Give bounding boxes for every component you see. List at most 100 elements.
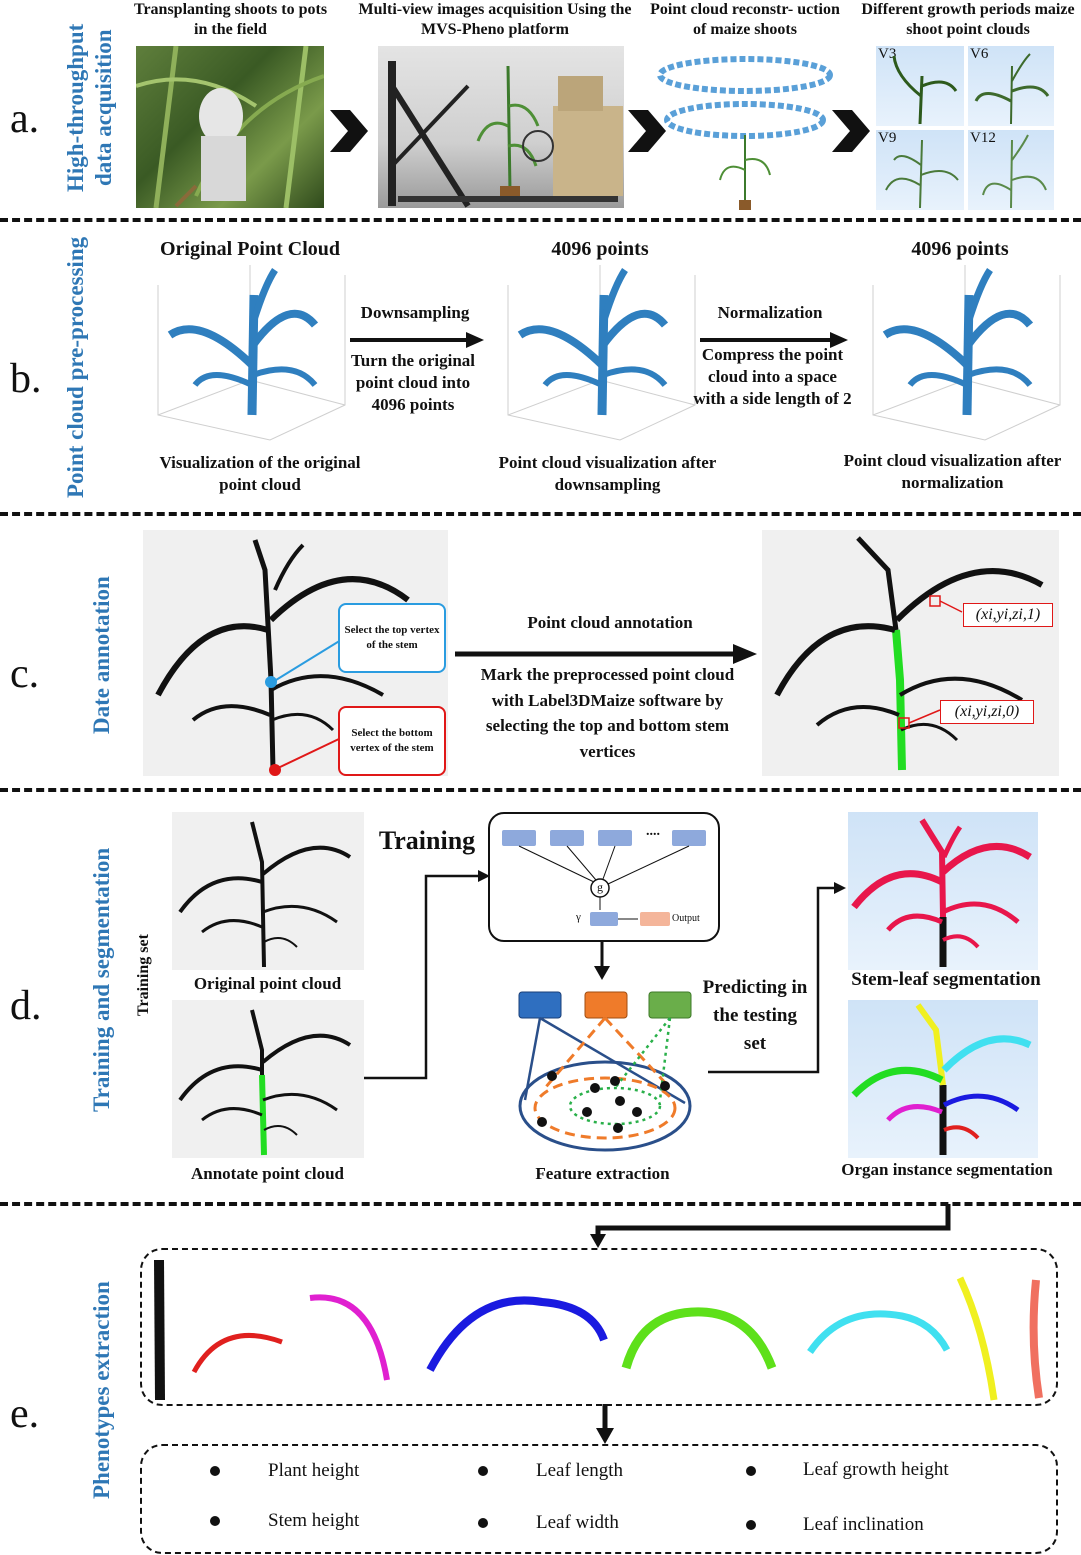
bullet-leaf-growth-height	[746, 1466, 756, 1476]
caption-reconstruction: Point cloud reconstr- uction of maize sh…	[650, 1, 840, 38]
reconstruction-graphic	[657, 56, 833, 210]
stage-v3-plant	[892, 55, 958, 125]
stage-v12-plant	[982, 134, 1047, 209]
stage-v9-box: V9	[876, 130, 964, 210]
field-photo-art	[136, 46, 324, 208]
caption-downsampled-vis: Point cloud visualization after downsamp…	[498, 453, 717, 494]
organ-seg-panel	[848, 1000, 1038, 1158]
section-b-letter: b.	[10, 356, 42, 402]
normalization-arrow	[700, 332, 848, 348]
stage-v12-box: V12	[968, 130, 1054, 210]
section-a-label: High-throughput data acquisition	[63, 23, 116, 192]
mvs-photo-art	[388, 61, 623, 208]
caption-original-point-cloud: Original point cloud	[193, 974, 342, 993]
annotation-input-plant	[155, 539, 410, 776]
training-original-plant	[178, 821, 352, 968]
stage-v9-plant	[885, 139, 959, 209]
title-4096-downsampled: 4096 points	[551, 238, 649, 260]
network-diagram	[502, 830, 706, 926]
network-output-label: Output	[672, 913, 700, 924]
stage-v6-box: V6	[968, 46, 1054, 126]
bullet-leaf-width	[478, 1518, 488, 1528]
stage-v6-label: V6	[970, 46, 989, 62]
annotation-output-panel	[762, 530, 1059, 776]
stem-leaf-seg-panel	[848, 812, 1038, 970]
annotation-arrow-title: Point cloud annotation	[527, 613, 693, 632]
downsampling-text: Turn the original point cloud into 4096 …	[350, 351, 476, 414]
divider-a-b	[0, 218, 1081, 222]
predicting-connector-arrow	[708, 882, 846, 1074]
section-e-label: Phenotypes extraction	[89, 1281, 114, 1499]
normalized-point-cloud-plot	[872, 265, 1061, 441]
network-box: g .... γ Output	[488, 812, 720, 942]
predicting-text: Predicting in the testing set	[702, 977, 808, 1054]
stage-v3-box: V3	[876, 46, 964, 126]
stage-v6-plant	[974, 53, 1050, 125]
stage-v9-label: V9	[878, 130, 897, 146]
stage-v3-label: V3	[878, 46, 897, 62]
label-leaf-point: (xi,yi,zi,1)	[963, 603, 1053, 627]
chevron-arrow-2	[628, 110, 666, 152]
phenotype-plant-height: Plant height	[268, 1460, 360, 1481]
callout-top-vertex: Select the top vertex of the stem	[338, 603, 446, 673]
stage-v12-label: V12	[970, 130, 996, 146]
phenotypes-box	[140, 1444, 1058, 1554]
divider-b-c	[0, 512, 1081, 516]
section-a-letter: a.	[10, 96, 40, 142]
label-stem-point: (xi,yi,zi,0)	[940, 700, 1034, 724]
caption-transplanting: Transplanting shoots to pots in the fiel…	[133, 1, 328, 38]
organ-seg-plant	[851, 1003, 1032, 1155]
bullet-stem-height	[210, 1516, 220, 1526]
feature-extraction-graphic	[518, 991, 692, 1152]
organs-input-arrow	[590, 1204, 951, 1248]
phenotype-stem-height: Stem height	[268, 1510, 360, 1531]
network-gamma: γ	[576, 911, 581, 923]
training-connector-arrow	[364, 870, 490, 1080]
caption-multiview: Multi-view images acquisition Using the …	[358, 1, 632, 38]
section-b-label: Point cloud pre-processing	[63, 236, 88, 499]
network-node-g: g	[597, 880, 603, 894]
annotation-output-plant	[774, 536, 1044, 771]
divider-c-d	[0, 788, 1081, 792]
chevron-arrow-3	[832, 110, 870, 152]
training-annotated-panel	[172, 1000, 364, 1158]
downsampled-point-cloud-plot	[507, 265, 696, 441]
downsampling-arrow	[350, 332, 484, 348]
organs-box	[140, 1248, 1058, 1406]
training-set-label: Training set	[135, 934, 152, 1016]
phenotype-leaf-growth-height: Leaf growth height	[803, 1459, 949, 1480]
stem-leaf-seg-plant	[851, 818, 1032, 967]
downsampling-title: Downsampling	[360, 303, 470, 322]
phenotype-leaf-inclination: Leaf inclination	[803, 1514, 924, 1535]
section-c-letter: c.	[10, 651, 40, 697]
caption-growth-periods: Different growth periods maize shoot poi…	[861, 1, 1075, 38]
annotation-arrow	[455, 644, 757, 664]
caption-annotate-point-cloud: Annotate point cloud	[190, 1164, 345, 1183]
phenotype-leaf-length: Leaf length	[536, 1460, 624, 1481]
phenotype-leaf-width: Leaf width	[536, 1512, 619, 1533]
section-c-label: Date annotation	[89, 576, 114, 734]
normalization-text: Compress the point cloud into a space wi…	[693, 345, 852, 408]
caption-organ-seg: Organ instance segmentation	[841, 1160, 1053, 1179]
mvs-platform-photo	[378, 46, 624, 208]
caption-feature-extraction: Feature extraction	[535, 1164, 670, 1183]
training-annotated-plant	[178, 1009, 352, 1156]
section-d-label: Training and segmentation	[89, 847, 114, 1113]
original-point-cloud-plot	[157, 265, 346, 441]
bullet-leaf-length	[478, 1466, 488, 1476]
title-4096-normalized: 4096 points	[911, 238, 1009, 260]
chevron-arrow-1	[330, 110, 368, 152]
callout-bottom-vertex: Select the bottom vertex of the stem	[338, 706, 446, 776]
annotation-arrow-text: Mark the preprocessed point cloud with L…	[480, 665, 735, 761]
network-ellipsis: ....	[646, 824, 660, 839]
title-original-cloud: Original Point Cloud	[159, 238, 341, 260]
training-original-panel	[172, 812, 364, 970]
training-title: Training	[378, 826, 476, 855]
normalization-title: Normalization	[717, 303, 823, 322]
organs-to-phenotypes-arrow	[596, 1404, 614, 1444]
section-e-letter: e.	[10, 1391, 40, 1437]
field-photo	[136, 46, 324, 208]
organs-graphic	[154, 1259, 1043, 1401]
caption-original-vis: Visualization of the original point clou…	[159, 453, 361, 494]
bullet-plant-height	[210, 1466, 220, 1476]
